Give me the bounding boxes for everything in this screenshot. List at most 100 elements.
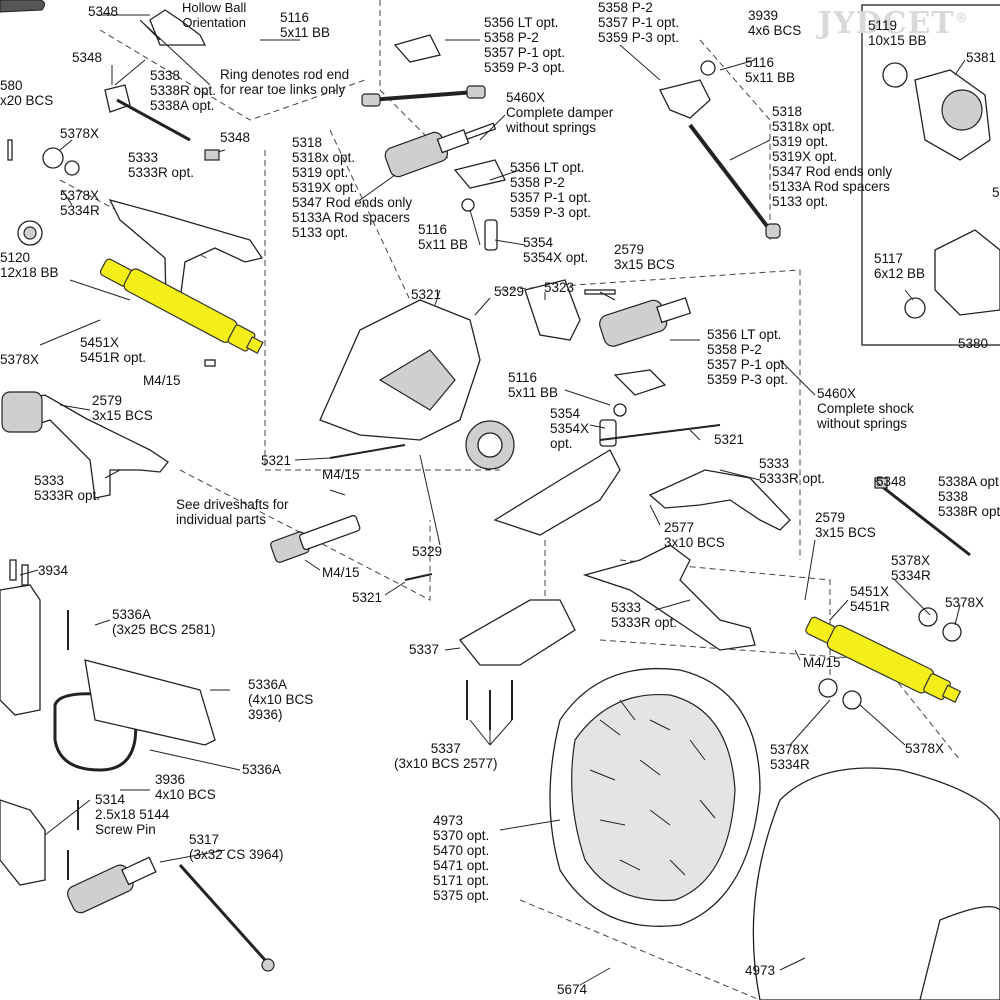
hinge-pin-5321-d bbox=[404, 573, 433, 581]
center-driveshaft bbox=[270, 514, 361, 563]
rod-end-5348 bbox=[104, 84, 131, 113]
damper-5317 bbox=[67, 856, 157, 914]
bearing-5116-center bbox=[613, 403, 627, 417]
part-label-5338: 5338 5338R opt. 5338A opt. bbox=[150, 68, 217, 113]
ring-5378x-lower bbox=[842, 690, 862, 710]
part-label-5354: 5354 5354X opt. bbox=[550, 406, 590, 451]
part-label-5116: 5116 5x11 BB bbox=[280, 10, 331, 40]
part-label-5314: 5314 2.5x18 5144 Screw Pin bbox=[95, 792, 170, 837]
rocker-5356-top-right bbox=[659, 79, 711, 119]
shock-mount-5356-right bbox=[613, 369, 667, 396]
differential-inset-frame bbox=[861, 4, 1000, 346]
part-label-4973: 4973 5370 opt. 5470 opt. 5471 opt. 5171 … bbox=[433, 813, 490, 903]
part-label-5354: 5354 5354X opt. bbox=[523, 235, 589, 265]
part-label-m415: M4/15 bbox=[143, 373, 181, 388]
part-label-5674: 5674 bbox=[557, 982, 588, 997]
driveshaft-5451x-right bbox=[805, 616, 962, 703]
part-label-5460x-damper: 5460X Complete damper without springs bbox=[506, 90, 614, 135]
part-label-2579: 2579 3x15 BCS bbox=[614, 242, 675, 272]
part-label-5378x: 5378X bbox=[945, 595, 985, 610]
hinge-pin-5321-b bbox=[599, 424, 721, 441]
lower-arm-5333-left bbox=[14, 394, 169, 499]
spacer-5354-top bbox=[484, 219, 498, 251]
part-label-5336a: 5336A (4x10 BCS 3936) bbox=[248, 677, 314, 722]
part-label-5336a: 5336A (3x25 BCS 2581) bbox=[112, 607, 216, 637]
lower-arm-5333-right bbox=[582, 544, 756, 651]
screw-580 bbox=[7, 139, 13, 161]
part-label-5329: 5329 bbox=[412, 544, 443, 559]
damper-5460x-top bbox=[384, 122, 497, 178]
spacer-5354-center bbox=[599, 419, 617, 447]
part-label-5321: 5321 bbox=[352, 590, 383, 605]
watermark: JYDCET® bbox=[818, 6, 969, 41]
part-label-m415: M4/15 bbox=[322, 565, 360, 580]
part-label-3939: 3939 4x6 BCS bbox=[748, 8, 802, 38]
bearing-5116-right bbox=[700, 60, 716, 76]
shock-mount-5356-top bbox=[393, 34, 441, 63]
part-label-5333: 5333 5333R opt. bbox=[34, 473, 101, 503]
upper-arm-5333-right bbox=[648, 469, 791, 531]
ring-5378x-right bbox=[942, 622, 962, 642]
part-label-2579: 2579 3x15 BCS bbox=[92, 393, 153, 423]
part-label-5378x-5334r: 5378X 5334R bbox=[891, 553, 931, 583]
diff-housing-5380 bbox=[934, 229, 1000, 316]
part-label-5338: 5338A opt. 5338 5338R opt. bbox=[938, 474, 1000, 519]
part-label-5378x: 5378X bbox=[60, 126, 100, 141]
part-label-5318: 5318 5318x opt. 5319 opt. 5319X opt. 534… bbox=[772, 104, 893, 209]
hub-carrier-left bbox=[1, 391, 43, 433]
part-label-5356: 5356 LT opt. 5358 P-2 5357 P-1 opt. 5359… bbox=[484, 15, 566, 75]
part-label-5451x: 5451X 5451R bbox=[850, 584, 890, 614]
part-label-5117: 5117 6x12 BB bbox=[874, 251, 926, 281]
hollow-ball-detail bbox=[149, 9, 207, 46]
part-label-5348: 5348 bbox=[72, 50, 103, 65]
part-label-5120: 5120 12x18 BB bbox=[0, 250, 59, 280]
shock-mount-5356-mid bbox=[453, 159, 506, 189]
part-label-5333: 5333 5333R opt. bbox=[611, 600, 678, 630]
toe-link-rod-right bbox=[879, 483, 971, 557]
part-label-5119: 5119 10x15 BB bbox=[868, 18, 927, 48]
part-label-5348: 5348 bbox=[88, 4, 119, 19]
camber-link-5318 bbox=[369, 90, 476, 102]
part-label-5116: 5116 5x11 BB bbox=[508, 370, 559, 400]
part-label-5378x: 5378X bbox=[905, 741, 945, 756]
part-label-5323: 5323 bbox=[544, 280, 575, 295]
part-label-5348: 5348 bbox=[876, 474, 907, 489]
wheel-5674 bbox=[752, 767, 1000, 1000]
part-label-5356: 5356 LT opt. 5358 P-2 5357 P-1 opt. 5359… bbox=[510, 160, 592, 220]
part-label-5329: 5329 bbox=[494, 284, 525, 299]
part-label-2577: 2577 3x10 BCS bbox=[664, 520, 725, 550]
part-label-5321: 5321 bbox=[411, 287, 442, 302]
gearbox-housing bbox=[493, 449, 621, 536]
part-label-3936: 3936 4x10 BCS bbox=[155, 772, 216, 802]
part-label-5321: 5321 bbox=[261, 453, 292, 468]
clip-5378x-lower bbox=[818, 678, 838, 698]
driveshaft-5451x-left bbox=[99, 258, 264, 354]
ring-5378x-a bbox=[42, 147, 64, 169]
shock-tower-5323 bbox=[524, 279, 581, 341]
toe-link-rod bbox=[116, 98, 191, 142]
part-label-5116: 5116 5x11 BB bbox=[745, 55, 796, 85]
ring-denotes-note: Ring denotes rod end for rear toe links … bbox=[220, 67, 350, 97]
upper-arm-5333 bbox=[108, 198, 264, 301]
part-label-5381: 5381 bbox=[966, 50, 997, 65]
shock-5460x-right bbox=[599, 297, 692, 347]
part-label-5336a: 5336A bbox=[242, 762, 282, 777]
part-label-5317: 5317 (3x32 CS 3964) bbox=[189, 832, 284, 862]
part-label-5378x: 5378X bbox=[0, 352, 40, 367]
hollow-ball-note: Hollow Ball Orientation bbox=[182, 0, 247, 30]
bearing-5116-mid bbox=[461, 198, 475, 212]
axle-carrier-lower-left bbox=[0, 799, 46, 886]
part-label-5337: 5337 bbox=[409, 642, 440, 657]
part-label-5451x: 5451X 5451R opt. bbox=[80, 335, 147, 365]
part-label-5378x-5334r: 5378X 5334R bbox=[770, 742, 810, 772]
part-label-m415: M4/15 bbox=[322, 467, 360, 482]
bearing-5117 bbox=[904, 297, 926, 319]
part-label-5116: 5116 5x11 BB bbox=[418, 222, 469, 252]
link-5317 bbox=[178, 863, 267, 962]
camber-link-5318-right bbox=[688, 123, 772, 232]
part-label-2579: 2579 3x15 BCS bbox=[815, 510, 876, 540]
clip-5378x-right bbox=[918, 607, 938, 627]
part-label-5333: 5333 5333R opt. bbox=[128, 150, 195, 180]
